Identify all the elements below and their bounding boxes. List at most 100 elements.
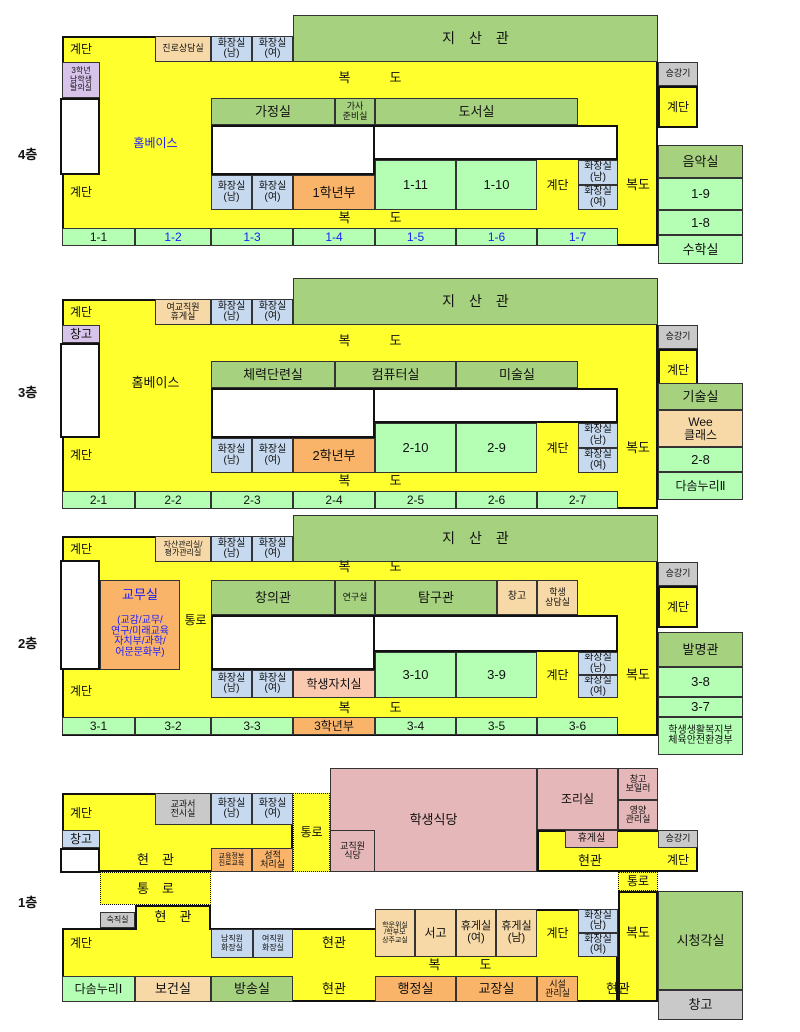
area-label: 계단 (69, 541, 93, 556)
restroom: 화장실 (여) (252, 438, 293, 473)
room: 발명관 (658, 632, 743, 667)
room: 수학실 (658, 235, 743, 264)
room: 여교직원 휴게실 (155, 299, 211, 325)
area-label: 현관 (578, 853, 602, 869)
area-label: 통로 (184, 612, 207, 627)
room: 휴게실 (남) (496, 909, 537, 957)
area-label: 현 관 (137, 852, 174, 868)
area-label: 계단 (546, 177, 569, 192)
room: 3학년부 (293, 717, 375, 735)
room: 1-5 (375, 228, 456, 246)
restroom: 화장실 (여) (252, 670, 293, 698)
room: 도서실 (375, 98, 578, 125)
room: 2-9 (456, 423, 537, 473)
area-label: 복도 (626, 667, 650, 683)
restroom: 화장실 (남) (578, 909, 618, 933)
restroom: 화장실 (남) (578, 423, 618, 448)
passage: 통로 (618, 872, 658, 891)
room: 3-9 (456, 652, 537, 698)
restroom: 화장실 (여) (578, 185, 618, 210)
room: 3-1 (62, 717, 135, 735)
area-label: 홈베이스 (131, 375, 180, 391)
room: 교과서 전시실 (155, 793, 211, 825)
room: 2-5 (375, 491, 456, 509)
room: 영양 관리실 (618, 800, 658, 830)
area-label: 복 도 (338, 473, 402, 489)
room: 3학년 남학생 탈의실 (62, 62, 100, 98)
room: 진로상담실 (155, 36, 211, 62)
room: 1-10 (456, 160, 537, 210)
room: 2-8 (658, 447, 743, 472)
room: 방송실 (211, 976, 293, 1002)
room: 휴게실 (여) (456, 909, 496, 957)
room: 창고 (62, 325, 100, 343)
room: 2-7 (537, 491, 618, 509)
room: 1-4 (293, 228, 375, 246)
courtyard-void (60, 98, 100, 175)
courtyard-void (60, 848, 100, 873)
room: 학운위실 /학부모 상주교실 (375, 909, 415, 957)
room: 학생 상담실 (537, 580, 578, 615)
room: 가사 준비실 (335, 98, 375, 125)
area-label: 현관 (322, 981, 346, 997)
room: 3-10 (375, 652, 456, 698)
area-label: 계단 (69, 185, 93, 200)
room: 학생자치실 (293, 670, 375, 698)
room: 2-6 (456, 491, 537, 509)
area-label: 복 도 (338, 333, 402, 349)
room: 보건실 (135, 976, 211, 1002)
room: 3-3 (211, 717, 293, 735)
room: 승강기 (658, 562, 698, 586)
room: 창고 보일러 (618, 768, 658, 800)
area-label: 교무실 (122, 587, 158, 603)
room: 미술실 (456, 361, 578, 388)
restroom: 화장실 (남) (211, 670, 252, 698)
passage: 통 로 (100, 872, 211, 905)
room: 가정실 (211, 98, 335, 125)
room: 1-7 (537, 228, 618, 246)
room: 1학년부 (293, 175, 375, 210)
courtyard-void (60, 560, 100, 670)
room: 2-4 (293, 491, 375, 509)
room: 체력단련실 (211, 361, 335, 388)
restroom: 화장실 (남) (211, 536, 252, 562)
room: 3-2 (135, 717, 211, 735)
room: 승강기 (658, 62, 698, 86)
room: 2학년부 (293, 438, 375, 473)
room: 행정실 (375, 976, 456, 1002)
area-label: 복도 (626, 440, 650, 456)
room: 기술실 (658, 383, 743, 410)
restroom: 화장실 (여) (578, 933, 618, 957)
courtyard-void (60, 343, 100, 438)
room: 조리실 (537, 768, 618, 830)
area-label: 계단 (69, 448, 93, 463)
area-label: 계단 (546, 440, 569, 455)
area-label: 복 도 (338, 210, 402, 226)
room: 음악실 (658, 145, 743, 178)
area-label: 복 도 (338, 70, 402, 86)
area-label: 계단 (69, 935, 93, 950)
floor-area (137, 918, 209, 934)
restroom: 화장실 (남) (578, 160, 618, 185)
area-label: 계단 (69, 683, 93, 698)
floor-area (620, 893, 656, 1000)
room: 서고 (415, 909, 456, 957)
area-label: 계단 (546, 667, 569, 682)
restroom: 화장실 (남) (211, 175, 252, 210)
restroom: 화장실 (남) (211, 299, 252, 325)
room: 지 산 관 (293, 515, 658, 562)
room: 성적 처리실 (252, 848, 293, 872)
restroom: 창고 (62, 830, 100, 848)
restroom: 화장실 (여) (252, 299, 293, 325)
restroom: 화장실 (여) (252, 793, 293, 825)
room: 학생생활복지부 체육안전환경부 (658, 717, 743, 755)
floor-label: 2층 (18, 636, 38, 651)
room: 창고 (658, 990, 743, 1020)
room: 2-3 (211, 491, 293, 509)
room: 1-6 (456, 228, 537, 246)
room: 1-9 (658, 178, 743, 210)
room: 시설 관리실 (537, 976, 578, 1002)
area-label: (교감/교무/ 연구/미래교육 자치부/과학/ 어문문화부) (111, 615, 169, 658)
restroom: 남직원 화장실 (211, 929, 253, 958)
room: 3-6 (537, 717, 618, 735)
